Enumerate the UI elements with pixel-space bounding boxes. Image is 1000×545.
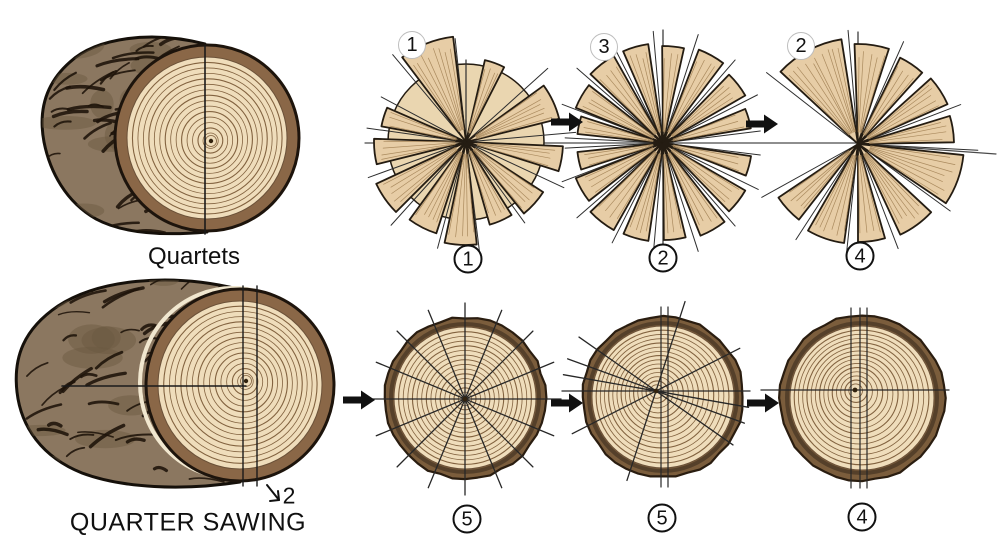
quartets-label: Quartets [147,243,241,270]
step-badge-4: 4 [845,241,875,271]
step-badge-2: 2 [648,243,678,273]
order-marker-3: 3 [590,33,618,61]
order-marker-2: 2 [787,32,815,60]
step-badge-5a: 5 [452,504,482,534]
step-badge-4b: 4 [847,502,877,532]
step-badge-5b: 5 [647,503,677,533]
order-marker-1: 1 [398,31,426,59]
quarter-sawing-label: QUARTER SAWING [69,508,307,537]
cut-count-annotation: 2 [282,482,296,509]
step-badge-1: 1 [453,244,483,274]
